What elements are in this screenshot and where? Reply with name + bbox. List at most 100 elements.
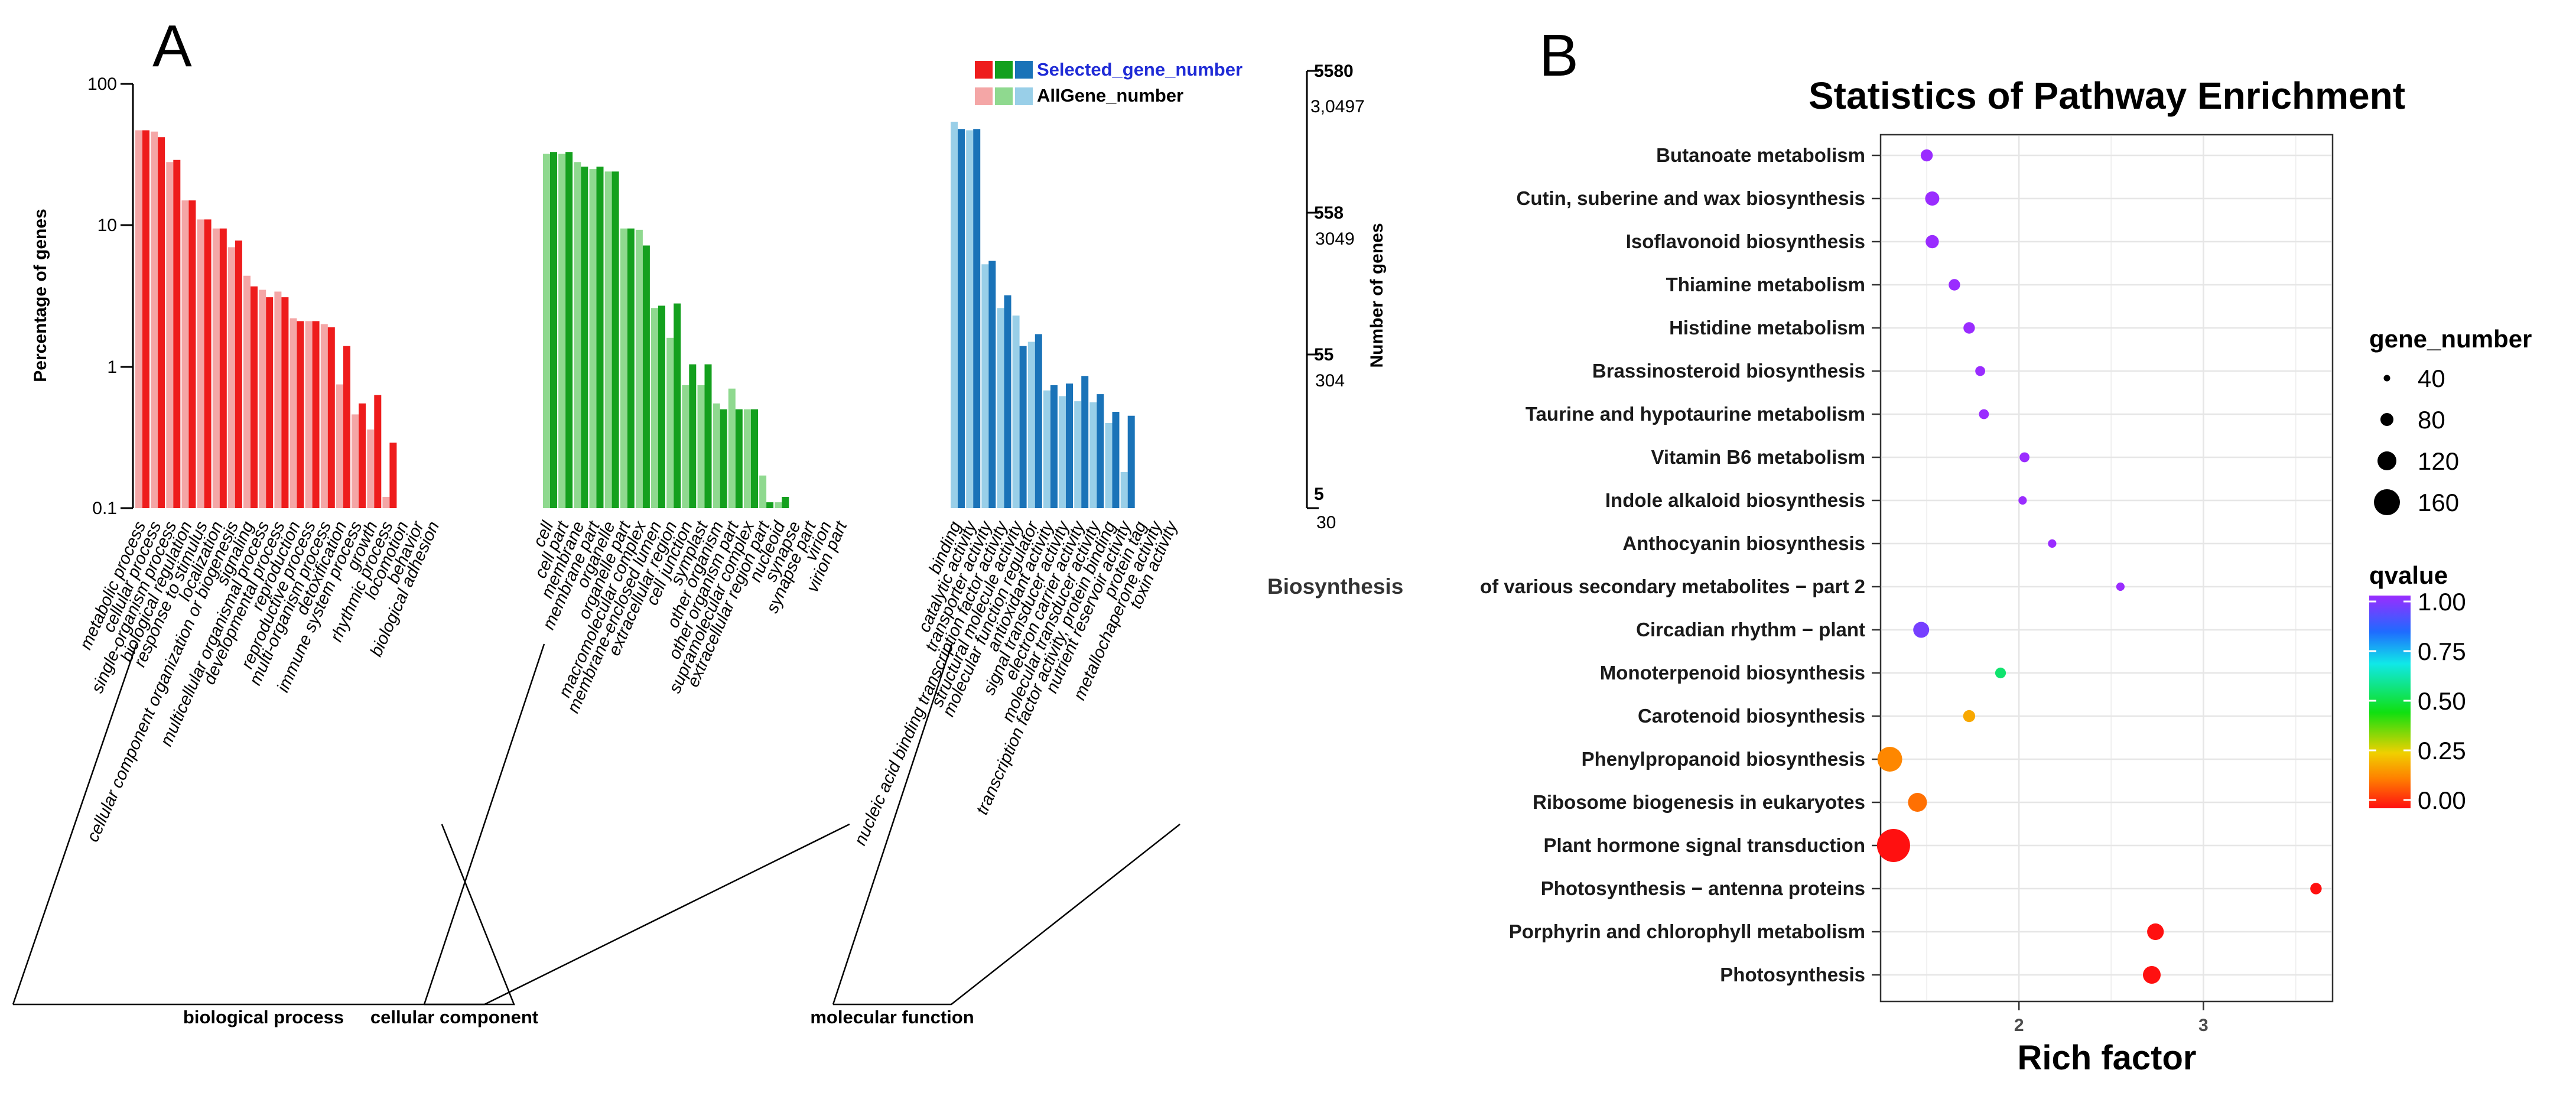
bar-molecular-function-catalytic-activity-selected — [973, 129, 981, 509]
point-taurine-and-hypotaurine-metabolism — [1979, 409, 1989, 419]
color-legend-value: 0.50 — [2418, 687, 2466, 715]
bar-biological-process-localization-all — [212, 228, 220, 508]
right-tick-selected: 5580 — [1314, 61, 1354, 81]
bar-molecular-function-transporter-activity-all — [981, 264, 989, 508]
pathway-label-ribosome-biogenesis-in-eukaryotes: Ribosome biogenesis in eukaryotes — [1533, 791, 1865, 813]
color-legend-value: 0.75 — [2418, 638, 2466, 665]
bar-cellular-component-symplast-selected — [704, 364, 712, 508]
bar-cellular-component-extracellular-region-part-all — [759, 475, 767, 508]
bar-cellular-component-organelle-all — [604, 171, 612, 508]
point-butanoate-metabolism — [1920, 149, 1933, 162]
bar-biological-process-multi-organism-process-all — [320, 324, 328, 508]
bar-biological-process-metabolic-process-all — [135, 130, 142, 508]
point-thiamine-metabolism — [1949, 279, 1960, 291]
bar-cellular-component-cell-part-all — [558, 154, 566, 508]
bar-biological-process-developmental-process-selected — [281, 297, 289, 508]
bar-molecular-function-molecular-transducer-activity-all — [1089, 402, 1097, 508]
bar-biological-process-growth-selected — [374, 395, 382, 508]
pathway-label-indole-alkaloid-biosynthesis: Indole alkaloid biosynthesis — [1605, 489, 1865, 511]
pathway-label-photosynthesis: Photosynthesis — [1720, 964, 1865, 986]
bar-molecular-function-nutrient-reservoir-activity-selected — [1127, 415, 1135, 508]
bar-cellular-component-membrane-selected — [581, 167, 588, 508]
bar-molecular-function-molecular-function-regulator-selected — [1035, 334, 1042, 508]
size-legend-dot — [2383, 375, 2390, 382]
pathway-label-anthocyanin-biosynthesis: Anthocyanin biosynthesis — [1622, 532, 1865, 554]
bar-biological-process-rhythmic-process-all — [382, 497, 390, 508]
pathway-label-cutin-suberine-and-wax-biosynthesis: Cutin, suberine and wax biosynthesis — [1517, 187, 1865, 209]
right-tick-selected: 558 — [1314, 203, 1344, 223]
bar-biological-process-multicellular-organismal-process-all — [259, 290, 266, 508]
bar-biological-process-signaling-selected — [251, 286, 258, 508]
pathway-label-porphyrin-and-chlorophyll-metabolism: Porphyrin and chlorophyll metabolism — [1509, 921, 1865, 942]
points-b — [1876, 149, 2322, 984]
stray-biosynthesis-label: Biosynthesis — [1267, 574, 1403, 599]
bar-cellular-component-membrane-enclosed-lumen-selected — [658, 305, 665, 508]
bar-biological-process-detoxification-all — [336, 384, 343, 508]
bar-cellular-component-membrane-part-selected — [596, 167, 604, 508]
x-tick-label: 2 — [2014, 1016, 2024, 1035]
point-carotenoid-biosynthesis — [1963, 710, 1976, 723]
group-bracket-left — [423, 643, 545, 1005]
legend-swatch-bp-selected — [975, 61, 993, 79]
left-tick-label: 10 — [97, 216, 117, 235]
bar-molecular-function-electron-carrier-activity-selected — [1081, 376, 1089, 508]
pathway-label-monoterpenoid-biosynthesis: Monoterpenoid biosynthesis — [1600, 662, 1865, 684]
bar-biological-process-single-organism-process-selected — [173, 160, 181, 508]
panel-b-label: B — [1539, 22, 1579, 89]
point-histidine-metabolism — [1963, 322, 1975, 334]
point-photosynthesis-antenna-proteins — [2310, 883, 2322, 895]
bar-biological-process-rhythmic-process-selected — [389, 443, 397, 508]
legend-swatch-bp-all — [975, 87, 993, 105]
right-tick-selected: 55 — [1314, 345, 1333, 365]
pathway-label-phenylpropanoid-biosynthesis: Phenylpropanoid biosynthesis — [1582, 748, 1865, 770]
bar-cellular-component-extracellular-region-all — [666, 337, 674, 508]
pathway-label-vitamin-b6-metabolism: Vitamin B6 metabolism — [1651, 446, 1865, 468]
bar-molecular-function-transcription-factor-activity-protein-binding-selected — [1112, 412, 1120, 508]
pathway-label-histidine-metabolism: Histidine metabolism — [1669, 317, 1865, 339]
color-legend-value: 0.25 — [2418, 737, 2466, 765]
pathway-label-brassinosteroid-biosynthesis: Brassinosteroid biosynthesis — [1592, 360, 1865, 382]
left-tick-label: 1 — [107, 357, 117, 377]
size-legend-value: 40 — [2418, 365, 2445, 392]
group-label: molecular function — [810, 1007, 974, 1027]
legend-swatch-cc-all — [995, 87, 1013, 105]
bar-cellular-component-cell-all — [543, 154, 550, 508]
bar-cellular-component-macromolecular-complex-all — [635, 229, 643, 508]
bar-biological-process-reproductive-process-all — [305, 321, 313, 508]
bar-cellular-component-nucleoid-selected — [782, 497, 789, 508]
size-legend-dot — [2377, 451, 2396, 470]
bar-biological-process-cellular-component-organization-or-biogenesis-selected — [235, 240, 242, 508]
size-legend-dot — [2380, 413, 2393, 426]
panel-a-label: A — [152, 13, 192, 79]
bar-biological-process-cellular-process-all — [151, 131, 158, 508]
bar-biological-process-localization-selected — [219, 228, 227, 508]
point-phenylpropanoid-biosynthesis — [1877, 747, 1902, 772]
bar-biological-process-response-to-stimulus-selected — [204, 219, 212, 508]
bar-cellular-component-membrane-enclosed-lumen-all — [651, 308, 658, 508]
group-label: cellular component — [370, 1007, 538, 1027]
bar-biological-process-reproduction-all — [290, 318, 297, 508]
bar-cellular-component-other-organism-all — [713, 403, 720, 508]
bar-molecular-function-molecular-function-regulator-all — [1027, 342, 1035, 508]
bar-biological-process-multi-organism-process-selected — [327, 327, 335, 508]
bar-cellular-component-extracellular-region-part-selected — [766, 502, 774, 508]
bar-molecular-function-binding-selected — [958, 129, 965, 509]
bar-cellular-component-other-organism-selected — [720, 409, 727, 508]
bar-cellular-component-extracellular-region-selected — [674, 303, 681, 508]
color-legend-value: 0.00 — [2418, 786, 2466, 814]
chart-b-xlabel: Rich factor — [2018, 1039, 2197, 1077]
panel-a: A 100 10 1 0.1 Percentage of genes 5580 … — [12, 13, 1403, 1027]
size-legend-value: 160 — [2418, 489, 2459, 516]
size-legend-title: gene_number — [2369, 325, 2532, 353]
right-tick-all: 3049 — [1315, 229, 1355, 249]
bar-biological-process-reproductive-process-selected — [312, 321, 320, 508]
panel-b: B Statistics of Pathway Enrichment Butan… — [1480, 22, 2532, 1077]
x-tick-label: 3 — [2198, 1016, 2209, 1035]
color-legend-bar — [2369, 596, 2411, 808]
point-circadian-rhythm-plant — [1913, 622, 1930, 638]
bar-biological-process-single-organism-process-all — [166, 162, 174, 508]
pathway-label-circadian-rhythm-plant: Circadian rhythm − plant — [1636, 619, 1865, 640]
bar-molecular-function-molecular-transducer-activity-selected — [1097, 394, 1104, 508]
bar-molecular-function-transcription-factor-activity-protein-binding-all — [1105, 422, 1113, 508]
